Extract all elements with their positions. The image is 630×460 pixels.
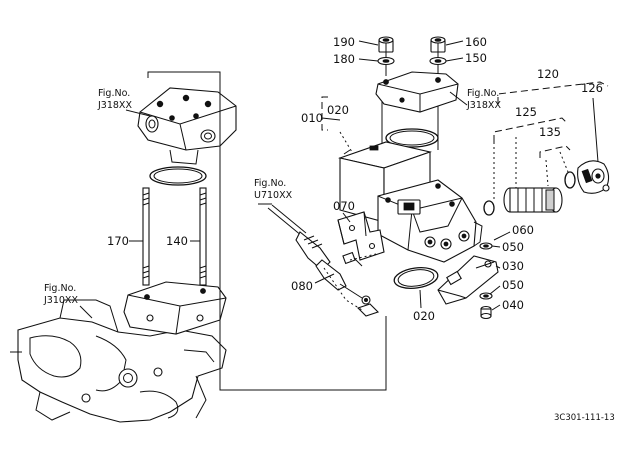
o-ring-small-125 bbox=[483, 200, 495, 216]
nut-190 bbox=[378, 36, 394, 53]
cartridge-125 bbox=[503, 187, 563, 213]
group-bracket-125 bbox=[493, 117, 567, 142]
group-bracket-010 bbox=[321, 96, 328, 131]
part-number-030: 030 bbox=[502, 259, 524, 273]
fig-ref-label-middle: Fig.No. bbox=[254, 178, 286, 189]
fig-ref-label-upper-right: Fig.No. bbox=[467, 88, 499, 99]
part-number-160: 160 bbox=[465, 35, 487, 49]
fig-ref-label-upper-left: Fig.No. bbox=[98, 88, 130, 99]
o-ring-left bbox=[149, 166, 207, 186]
washer-180 bbox=[377, 56, 395, 66]
washer-050-upper bbox=[479, 242, 493, 250]
part-number-150: 150 bbox=[465, 51, 487, 65]
fig-ref-code-upper-right: J318XX bbox=[466, 100, 501, 111]
part-number-120: 120 bbox=[537, 67, 559, 81]
transmission-case bbox=[10, 299, 227, 423]
fig-ref-code-upper-left: J318XX bbox=[97, 100, 132, 111]
part-number-010: 010 bbox=[301, 111, 323, 125]
part-number-050-b: 050 bbox=[502, 278, 524, 292]
bracket-070 bbox=[337, 211, 385, 261]
washer-050-lower bbox=[479, 292, 493, 300]
o-ring-bottom bbox=[393, 266, 439, 290]
part-number-190: 190 bbox=[333, 35, 355, 49]
part-number-060: 060 bbox=[512, 223, 534, 237]
part-number-125: 125 bbox=[515, 105, 537, 119]
bolt-040 bbox=[480, 305, 492, 320]
o-ring-135 bbox=[564, 171, 576, 189]
main-valve-assembly bbox=[338, 141, 483, 263]
part-number-070: 070 bbox=[333, 199, 355, 213]
plate-030 bbox=[437, 255, 499, 305]
upper-housing-left bbox=[137, 87, 237, 165]
washer-150 bbox=[429, 56, 447, 66]
cap-126 bbox=[577, 160, 610, 194]
upper-housing-right bbox=[375, 71, 459, 113]
part-number-140: 140 bbox=[166, 234, 188, 248]
part-number-170: 170 bbox=[107, 234, 129, 248]
part-number-050-a: 050 bbox=[502, 240, 524, 254]
part-number-040: 040 bbox=[502, 298, 524, 312]
nut-160 bbox=[430, 36, 446, 53]
routing-line bbox=[147, 71, 387, 391]
group-bracket-135 bbox=[539, 145, 571, 158]
part-number-180: 180 bbox=[333, 52, 355, 66]
leader-lines bbox=[79, 40, 599, 319]
part-number-020-top: 020 bbox=[327, 103, 349, 117]
fig-ref-label-lower-left: Fig.No. bbox=[44, 283, 76, 294]
group-bracket-120 bbox=[497, 81, 609, 104]
o-ring-right bbox=[385, 128, 439, 148]
part-number-080: 080 bbox=[291, 279, 313, 293]
stud-bolt-140 bbox=[199, 187, 207, 286]
cable-080 bbox=[267, 204, 380, 317]
fig-ref-code-middle: U710XX bbox=[254, 190, 293, 201]
part-number-135: 135 bbox=[539, 125, 561, 139]
lower-mounting-casting bbox=[123, 281, 227, 335]
stud-bolt-170 bbox=[142, 187, 150, 286]
drawing-code: 3C301-111-13 bbox=[554, 413, 615, 423]
part-number-126: 126 bbox=[581, 81, 603, 95]
fig-ref-code-lower-left: J310XX bbox=[43, 295, 78, 306]
part-number-020-bottom: 020 bbox=[413, 309, 435, 323]
